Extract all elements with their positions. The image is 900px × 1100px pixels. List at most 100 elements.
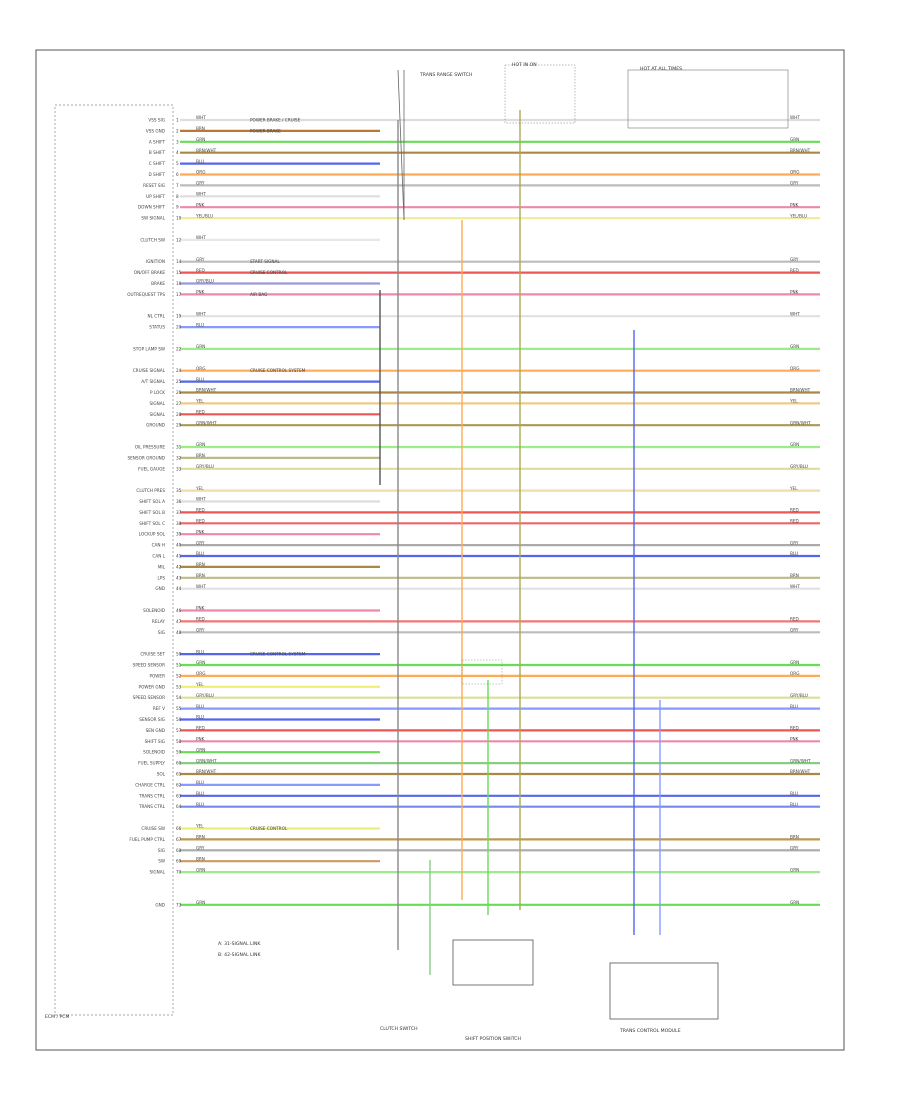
wire-color-label-right: BRN [790, 835, 799, 840]
top-switch-wire [397, 69, 405, 221]
wire-color-label: WHT [196, 584, 206, 589]
wire-color-label: WHT [196, 497, 206, 502]
ecm-pin-number: 36 [176, 499, 182, 504]
wire-color-label: WHT [196, 311, 206, 316]
wire-color-label: GRN/WHT [196, 420, 217, 425]
ecm-pin-number: 27 [176, 401, 182, 406]
wire-color-label-right: RED [790, 519, 799, 524]
wire-color-label: BLU [196, 322, 204, 327]
wire-note: POWER BRAKE / CRUISE [250, 118, 301, 123]
ecm-pin-number: 10 [176, 216, 182, 221]
ecm-pin-number: 40 [176, 543, 182, 548]
wire-color-label: RED [196, 519, 205, 524]
ecm-signal-label: C SHIFT [149, 161, 166, 166]
ecm-signal-label: STOP LAMP SW [133, 346, 165, 351]
wire-color-label-right: WHT [790, 584, 800, 589]
wire-color-label-right: PNK [790, 202, 799, 207]
ecm-signal-label: POWER GND [139, 684, 165, 689]
ecm-signal-label: SIGNAL [150, 401, 166, 406]
top-right-label-1: HOT IN ON [512, 62, 537, 68]
wire-color-label: PNK [196, 737, 205, 742]
wire-color-label: RED [196, 410, 205, 415]
ecm-pin-number: 53 [176, 684, 182, 689]
ecm-signal-label: SHIFT SIG [145, 739, 165, 744]
ecm-pin-number: 44 [176, 586, 182, 591]
wire-color-label-right: GRN [790, 660, 799, 665]
ecm-signal-label: SEN GND [146, 728, 165, 733]
ecm-pin-number: 19 [176, 314, 182, 319]
ecm-pin-number: 33 [176, 466, 182, 471]
wire-color-label: GRN [196, 867, 205, 872]
wire-color-label-right: ORG [790, 671, 799, 676]
ecm-pin-number: 4 [176, 150, 179, 155]
ecm-pin-number: 66 [176, 826, 182, 831]
ecm-signal-label: IGNITION [146, 259, 165, 264]
wire-color-label: BRN [196, 126, 205, 131]
top-switch-label: TRANS RANGE SWITCH [419, 72, 472, 78]
ecm-pin-number: 46 [176, 608, 182, 613]
wire-color-label-right: BRN [790, 573, 799, 578]
wire-color-label-right: BRN/WHT [790, 148, 811, 153]
wire-color-label-right: BRN/WHT [790, 388, 811, 393]
wire-color-label-right: GRY/BLU [790, 464, 808, 469]
ecm-pin-number: 64 [176, 804, 182, 809]
ecm-pin-number: 28 [176, 412, 182, 417]
wire-color-label: BLU [196, 780, 204, 785]
ecm-signal-label: OUTREQUEST TPS [127, 292, 165, 297]
ecm-signal-label: SENSOR SIG [139, 717, 165, 722]
wire-color-label-right: BLU [790, 704, 798, 709]
wire-color-label-right: YEL [789, 486, 798, 491]
wire-color-label-right: YEL [789, 399, 798, 404]
ecm-pin-number: 52 [176, 673, 182, 678]
ecm-signal-label: RESET SIG [143, 183, 165, 188]
ecm-signal-label: FUEL GAUGE [138, 466, 165, 471]
ecm-signal-label: RELAY [152, 619, 166, 624]
wire-color-label-right: GRN/WHT [790, 420, 811, 425]
ecm-pin-number: 1 [176, 118, 179, 123]
ecm-pin-number: 51 [176, 663, 182, 668]
wire-color-label: RED [196, 726, 205, 731]
ecm-pin-number: 20 [176, 325, 182, 330]
ecm-signal-label: SOLENOID [143, 608, 165, 613]
wire-color-label: ORG [196, 366, 205, 371]
wire-color-label: BLU [196, 715, 204, 720]
ecm-signal-label: CAN L [152, 554, 165, 559]
ecm-signal-label: VSS SIG [148, 118, 165, 123]
ecm-pin-number: 39 [176, 532, 182, 537]
ecm-signal-label: FUEL SUPPLY [138, 761, 165, 766]
wire-color-label: ORG [196, 671, 205, 676]
footer-label: ECM / PCM [45, 1014, 70, 1020]
top-right-box-1 [504, 64, 576, 124]
ecm-signal-label: SIGNAL [150, 412, 166, 417]
wire-color-label: YEL [195, 399, 204, 404]
ecm-signal-label: SW SIGNAL [141, 216, 165, 221]
ecm-pin-number: 67 [176, 837, 182, 842]
ecm-pin-number: 61 [176, 772, 182, 777]
component-group: TRANS RANGE SWITCH HOT IN ON HOT AT ALL … [45, 62, 789, 1042]
ecm-pin-number: 2 [176, 128, 179, 133]
ecm-pin-number: 29 [176, 423, 182, 428]
wire-color-label: PNK [196, 606, 205, 611]
ecm-pin-number: 38 [176, 521, 182, 526]
ecm-signal-label: LPS [157, 575, 165, 580]
ecm-signal-label: REF V [153, 706, 165, 711]
ecm-signal-label: CRUISE SET [140, 652, 165, 657]
wire-color-label: YEL [195, 486, 204, 491]
wire-color-label: BRN [196, 835, 205, 840]
ecm-signal-label: B SHIFT [149, 150, 166, 155]
ecm-signal-label: GND [155, 902, 165, 907]
wire-color-label-right: GRN [790, 137, 799, 142]
ecm-signal-label: SW [158, 859, 165, 864]
ecm-signal-label: CHARGE CTRL [135, 782, 165, 787]
wire-color-label-right: BLU [790, 551, 798, 556]
ecm-pin-number: 62 [176, 782, 182, 787]
wire-color-label-right: GRY [790, 181, 799, 186]
wire-color-label: BLU [196, 802, 204, 807]
wire-color-label: GRN [196, 660, 205, 665]
ecm-pin-number: 5 [176, 161, 179, 166]
ecm-signal-label: GROUND [146, 423, 165, 428]
ecm-signal-label: SPEED SENSOR [133, 663, 165, 668]
wire-color-label: BRN/WHT [196, 388, 217, 393]
wire-color-label-right: GRN [790, 900, 799, 905]
